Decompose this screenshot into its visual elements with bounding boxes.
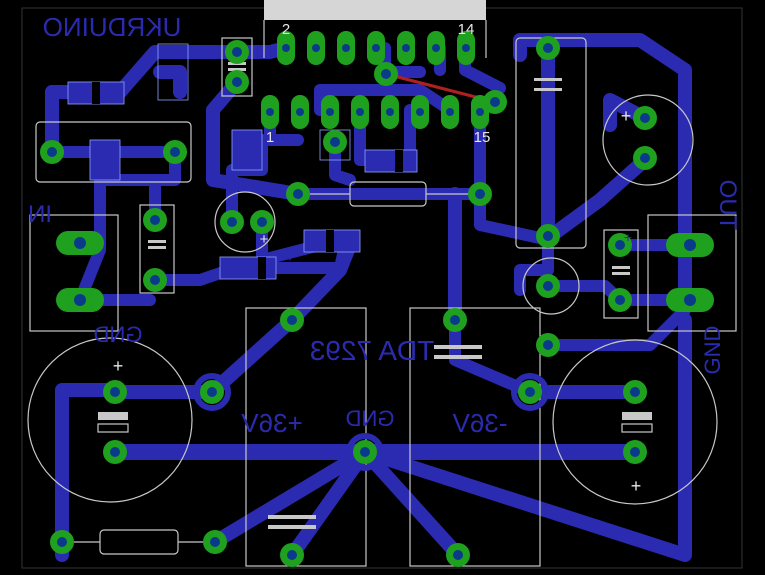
smd-components (67, 43, 418, 280)
pad-drill (453, 550, 463, 560)
gnd-left-label: GND (94, 322, 143, 347)
copper-traces (45, 33, 696, 562)
pad-drill (450, 315, 460, 325)
pad-drill (170, 147, 180, 157)
out-label: OUT (714, 180, 741, 231)
pad-drill (293, 189, 303, 199)
ic-pin-drill (282, 44, 290, 52)
ic-pin-drill (296, 108, 304, 116)
pad-drill (150, 215, 160, 225)
pad-drill (640, 153, 650, 163)
ic-pin-drill (326, 108, 334, 116)
plus-sign-3: + (621, 106, 632, 126)
connector-drill (684, 239, 696, 251)
ic-pin-drill (386, 108, 394, 116)
v-right-label: -36V (452, 408, 508, 438)
pad-drill (630, 447, 640, 457)
ic-pin-drill (416, 108, 424, 116)
plus-sign-4: + (260, 231, 269, 248)
pads (40, 31, 714, 567)
pad-drill (47, 147, 57, 157)
ic-pin-drill (476, 108, 484, 116)
power-pad-ring (511, 373, 549, 411)
labels: UKRDUINO TDA 7293 +36V -36V GND GND IN O… (28, 12, 741, 496)
pad-drill (287, 315, 297, 325)
power-pad-ring (346, 433, 384, 471)
plus-sign-1: + (113, 356, 124, 376)
ic-pin-drill (312, 44, 320, 52)
plus-sign-5: + (285, 249, 294, 266)
brand-text: UKRDUINO (43, 12, 182, 42)
ic-pin-drill (402, 44, 410, 52)
pad-drill (543, 281, 553, 291)
ic-pin-drill (266, 108, 274, 116)
connector-drill (74, 237, 86, 249)
pad-drill (543, 231, 553, 241)
connector-drill (684, 294, 696, 306)
pad-drill (640, 113, 650, 123)
pad-drill (525, 387, 535, 397)
pad-drill (475, 189, 485, 199)
silkscreen (27, 20, 737, 567)
pad-drill (110, 447, 120, 457)
heatsink-tab (264, 0, 486, 20)
pad-drill (330, 137, 340, 147)
pad-drill (287, 550, 297, 560)
ic-pin-drill (462, 44, 470, 52)
pad-drill (227, 217, 237, 227)
ic-pin-drill (432, 44, 440, 52)
gnd-center-label: GND (346, 406, 395, 431)
pin-2-label: 2 (282, 21, 290, 38)
v-left-label: +36V (241, 408, 303, 438)
connector-drill (74, 294, 86, 306)
pin-15-label: 15 (474, 129, 491, 146)
pad-drill (615, 295, 625, 305)
power-pad-ring (193, 373, 231, 411)
plus-sign-6: + (624, 229, 632, 245)
pad-drill (381, 69, 391, 79)
pad-drill (360, 447, 370, 457)
pad-drill (210, 537, 220, 547)
ic-pin-drill (342, 44, 350, 52)
ic-label: TDA 7293 (310, 335, 435, 366)
pad-drill (543, 43, 553, 53)
plus-sign-2: + (631, 476, 642, 496)
in-label: IN (28, 201, 52, 228)
ic-pin-drill (372, 44, 380, 52)
pad-drill (232, 77, 242, 87)
ic-pin-drill (446, 108, 454, 116)
gnd-right-label: GND (700, 326, 725, 375)
pad-drill (207, 387, 217, 397)
pin-14-label: 14 (458, 21, 475, 38)
pin-1-label: 1 (266, 129, 274, 146)
pad-drill (543, 340, 553, 350)
pad-drill (630, 387, 640, 397)
pad-drill (110, 387, 120, 397)
pad-drill (490, 97, 500, 107)
pad-drill (615, 240, 625, 250)
pad-drill (150, 275, 160, 285)
pad-drill (257, 217, 267, 227)
pad-drill (57, 537, 67, 547)
pad-drill (232, 47, 242, 57)
ic-pin-drill (356, 108, 364, 116)
